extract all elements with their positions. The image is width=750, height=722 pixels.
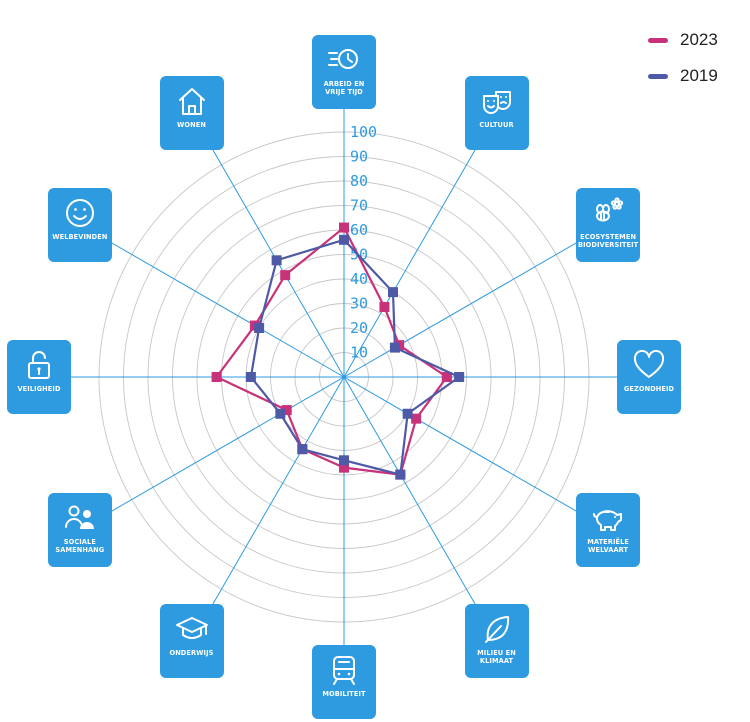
graduation-cap-icon [175, 612, 209, 646]
tick-label: 20 [350, 319, 368, 337]
data-point-2023 [339, 462, 349, 473]
category-label: VEILIGHEID [17, 385, 61, 393]
bee-flower-icon [591, 196, 625, 230]
heart-icon [632, 348, 666, 382]
category-label: WELBEVINDEN [52, 232, 108, 241]
category-label: MATERIËLE WELVAART [587, 537, 630, 554]
category-box-veiligheid: VEILIGHEID [7, 340, 71, 414]
legend: 2023 2019 [648, 22, 738, 94]
legend-label-2019: 2019 [680, 66, 718, 85]
data-point-2019 [275, 408, 286, 419]
category-box-arbeid: ARBEID EN VRIJE TIJD [312, 35, 376, 109]
tick-label: 70 [350, 197, 368, 215]
leaf-icon [480, 612, 514, 646]
category-label: ECOSYSTEMEN BIODIVERSITEIT [577, 232, 639, 249]
category-label: WONEN [177, 120, 206, 129]
clock-icon [327, 43, 361, 77]
smiley-icon [63, 196, 97, 230]
legend-swatch-2023 [648, 37, 668, 43]
category-box-welbevinden: WELBEVINDEN [47, 187, 112, 262]
house-icon [175, 84, 209, 118]
data-point-2023 [211, 372, 222, 382]
axis-line [343, 226, 605, 378]
data-point-2023 [379, 301, 390, 312]
data-point-2023 [411, 413, 422, 424]
data-point-2019 [339, 455, 349, 466]
people-icon [63, 501, 97, 535]
tick-label: 60 [350, 221, 368, 239]
tick-label: 10 [350, 344, 368, 362]
category-box-wonen: WONEN [159, 75, 224, 150]
tick-label: 100 [350, 123, 377, 141]
category-label: MILIEU EN KLIMAAT [477, 649, 516, 666]
data-point-2023 [441, 372, 452, 382]
legend-label-2023: 2023 [680, 30, 718, 49]
data-point-2023 [280, 270, 291, 281]
axis-line [343, 376, 605, 528]
data-point-2019 [254, 323, 265, 333]
category-label: ARBEID EN VRIJE TIJD [323, 80, 365, 96]
axis-line [83, 226, 345, 378]
category-label: GEZONDHEID [623, 385, 675, 393]
data-point-2023 [281, 405, 292, 416]
axis-line [83, 376, 345, 528]
data-point-2019 [395, 469, 406, 480]
tick-label: 40 [350, 270, 368, 288]
axis-line [193, 376, 345, 638]
data-point-2019 [454, 372, 465, 382]
category-box-milieu: MILIEU EN KLIMAAT [464, 604, 529, 679]
legend-item: 2023 [648, 22, 738, 58]
data-point-2019 [245, 372, 256, 382]
data-point-2019 [389, 342, 400, 353]
category-label: MOBILITEIT [322, 690, 366, 698]
category-box-ecosystemen: ECOSYSTEMEN BIODIVERSITEIT [576, 187, 641, 262]
data-point-2019 [402, 408, 413, 419]
category-box-mobiliteit: MOBILITEIT [312, 645, 376, 719]
data-point-2019 [271, 255, 282, 266]
tick-label: 90 [350, 148, 368, 166]
category-box-sociale: SOCIALE SAMENHANG [47, 492, 112, 567]
category-box-cultuur: CULTUUR [464, 75, 529, 150]
category-label: SOCIALE SAMENHANG [55, 537, 105, 554]
axis-line [193, 116, 345, 378]
category-box-materiele: MATERIËLE WELVAART [576, 492, 641, 567]
radar-series [211, 222, 465, 480]
train-icon [327, 653, 361, 687]
legend-item: 2019 [648, 58, 738, 94]
category-label: ONDERWIJS [169, 649, 214, 658]
tick-label: 80 [350, 172, 368, 190]
axis-line [343, 116, 495, 378]
tick-label: 30 [350, 295, 368, 313]
radar-axes [44, 77, 644, 677]
data-point-2019 [297, 444, 308, 455]
data-point-2019 [339, 234, 349, 245]
axis-line [343, 376, 495, 638]
piggy-bank-icon [591, 501, 625, 535]
category-box-onderwijs: ONDERWIJS [159, 604, 224, 679]
category-box-gezondheid: GEZONDHEID [617, 340, 681, 414]
legend-swatch-2019 [648, 73, 668, 79]
unlocked-padlock-icon [22, 348, 56, 382]
data-point-2023 [339, 222, 349, 233]
theater-masks-icon [480, 84, 514, 118]
category-label: CULTUUR [479, 120, 514, 129]
data-point-2019 [388, 287, 398, 298]
